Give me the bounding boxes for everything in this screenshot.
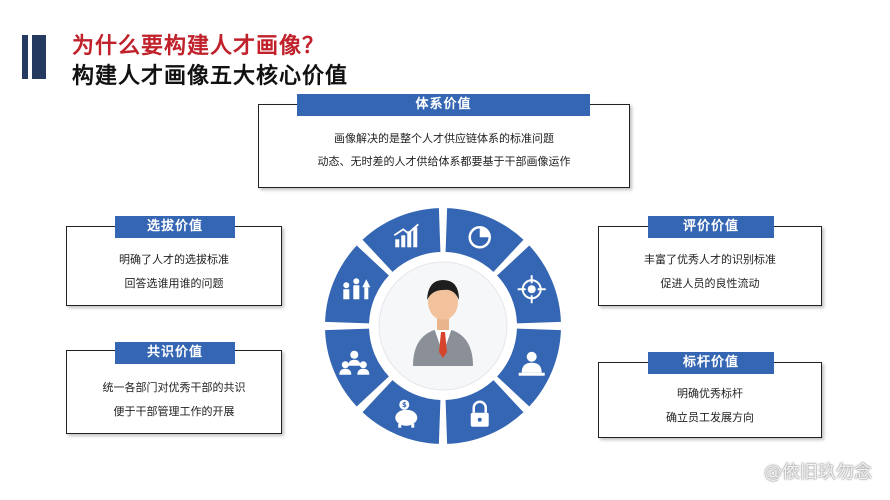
piggy-bank-icon: $	[395, 399, 418, 428]
lock-icon	[470, 400, 489, 427]
target-icon	[517, 275, 546, 304]
system-line-1: 画像解决的是整个人才供应链体系的标准问题	[334, 132, 554, 145]
benchmark-value-box: 明确优秀标杆 确立员工发展方向	[598, 362, 822, 438]
benchmark-line-1: 明确优秀标杆	[677, 387, 743, 400]
selection-value-tag: 选拔价值	[115, 216, 235, 238]
value-wheel: $	[325, 208, 561, 444]
pie-chart-icon	[468, 226, 491, 249]
wheel-segment	[497, 245, 561, 324]
evaluation-value-tag: 评价价值	[648, 216, 774, 238]
growth-people-icon	[343, 278, 371, 300]
page-question: 为什么要构建人才画像？	[72, 33, 326, 59]
wheel-segment	[445, 208, 524, 272]
selection-value-box: 明确了人才的选拔标准 回答选谁用谁的问题	[66, 226, 282, 306]
page-title: 构建人才画像五大核心价值	[72, 63, 349, 89]
consensus-line-2: 便于干部管理工作的开展	[113, 405, 235, 418]
evaluation-line-1: 丰富了优秀人才的识别标准	[644, 253, 776, 266]
system-line-2: 动态、无时差的人才供给体系都要基于干部画像运作	[317, 155, 571, 168]
selection-line-1: 明确了人才的选拔标准	[119, 253, 229, 266]
wheel-icons: $	[339, 223, 546, 428]
watermark: @依旧玖勿念	[764, 462, 872, 483]
svg-text:$: $	[402, 401, 407, 409]
title-accent-bar	[22, 35, 28, 79]
team-icon	[339, 350, 370, 375]
evaluation-value-box: 丰富了优秀人才的识别标准 促进人员的良性流动	[598, 226, 822, 306]
selection-line-2: 回答选谁用谁的问题	[124, 277, 224, 290]
evaluation-line-2: 促进人员的良性流动	[660, 277, 760, 290]
system-value-tag: 体系价值	[297, 94, 590, 116]
business-person-icon	[413, 280, 473, 366]
wheel-segment	[325, 328, 389, 407]
benchmark-line-2: 确立员工发展方向	[666, 411, 754, 424]
presenter-icon	[518, 351, 545, 376]
system-value-box: 画像解决的是整个人才供应链体系的标准问题 动态、无时差的人才供给体系都要基于干部…	[258, 104, 630, 188]
consensus-value-box: 统一各部门对优秀干部的共识 便于干部管理工作的开展	[66, 350, 282, 434]
wheel-segment	[325, 245, 389, 324]
benchmark-value-tag: 标杆价值	[648, 352, 774, 374]
bar-chart-icon	[393, 223, 419, 248]
consensus-line-1: 统一各部门对优秀干部的共识	[102, 381, 246, 394]
consensus-value-tag: 共识价值	[115, 342, 235, 364]
title-accent-bar-wide	[32, 35, 46, 79]
